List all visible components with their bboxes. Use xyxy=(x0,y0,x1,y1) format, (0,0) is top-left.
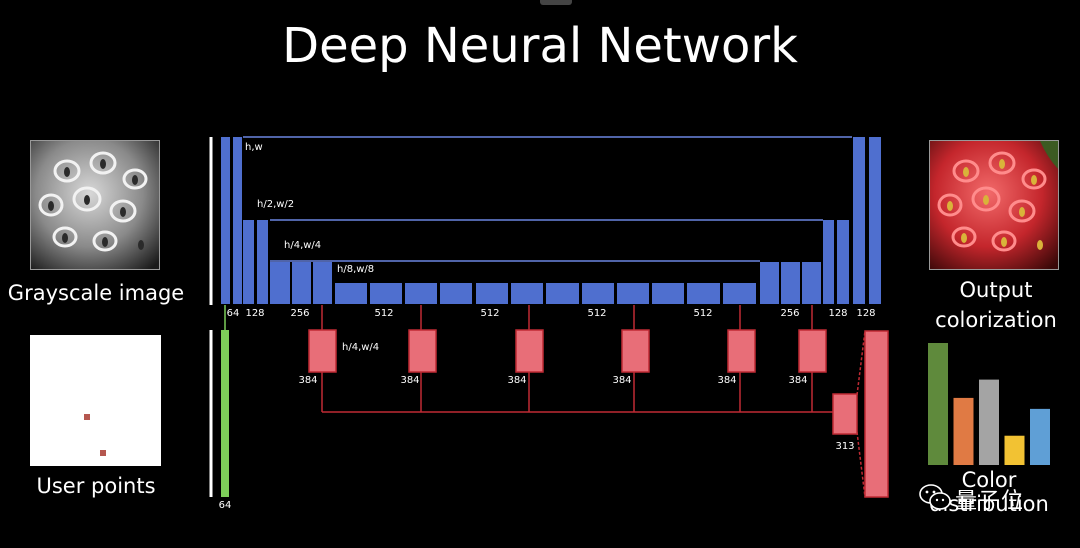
channel-label: 512 xyxy=(374,308,393,319)
channel-label: 256 xyxy=(780,308,799,319)
resolution-label: h,w xyxy=(245,142,263,153)
distribution-bar xyxy=(1004,435,1025,465)
grayscale-image xyxy=(30,140,160,270)
user-point xyxy=(84,414,90,420)
side-resolution-label: h/4,w/4 xyxy=(342,342,379,353)
side-block xyxy=(515,329,544,373)
resolution-label: h/4,w/4 xyxy=(284,240,321,251)
conv-block xyxy=(233,137,242,304)
main-network-blocks xyxy=(221,137,881,304)
side-block xyxy=(621,329,650,373)
channel-label: 512 xyxy=(587,308,606,319)
channel-label: 256 xyxy=(290,308,309,319)
conv-block xyxy=(723,283,756,304)
distribution-bar xyxy=(1030,408,1050,465)
grayscale-strawberry-graphic xyxy=(31,141,159,269)
conv-block xyxy=(335,283,367,304)
conv-block xyxy=(802,262,821,304)
channel-label: 128 xyxy=(245,308,264,319)
color-distribution-chart xyxy=(928,343,1050,465)
channel-label: 64 xyxy=(227,308,240,319)
skip-connections xyxy=(243,136,852,262)
conv-block xyxy=(853,137,865,304)
side-block xyxy=(408,329,437,373)
channel-label: 128 xyxy=(828,308,847,319)
channel-label: 512 xyxy=(480,308,499,319)
conv-block xyxy=(837,220,849,304)
input-channel-label: 64 xyxy=(219,500,232,511)
window-handle[interactable] xyxy=(540,0,572,5)
conv-block xyxy=(823,220,834,304)
conv-block xyxy=(292,262,311,304)
output-colorization-image xyxy=(929,140,1059,270)
resolution-label: h/2,w/2 xyxy=(257,199,294,210)
conv-block xyxy=(370,283,402,304)
wechat-icon xyxy=(919,484,951,510)
projection-edge xyxy=(856,431,866,498)
output-caption: Output colorization xyxy=(912,275,1080,335)
slide-title: Deep Neural Network xyxy=(282,18,798,74)
conv-block xyxy=(257,220,268,304)
projection-edge xyxy=(856,330,866,396)
side-block xyxy=(727,329,756,373)
side-channel-label: 384 xyxy=(788,375,807,386)
conv-block xyxy=(476,283,508,304)
watermark-text: 量子位 xyxy=(955,489,1025,514)
side-branch-blocks xyxy=(308,329,889,498)
resolution-label: h/8,w/8 xyxy=(337,264,374,275)
conv-block xyxy=(687,283,720,304)
conv-block xyxy=(511,283,543,304)
side-block xyxy=(798,329,827,373)
color-strawberry-graphic xyxy=(930,141,1058,269)
side-channel-labels: 384 384 384 384 384 384 313 64 xyxy=(219,375,855,511)
distribution-bar xyxy=(979,379,999,465)
channel-label: 512 xyxy=(693,308,712,319)
conv-block xyxy=(652,283,684,304)
conv-block xyxy=(270,262,290,304)
distribution-output-block xyxy=(864,330,889,498)
grayscale-caption: Grayscale image xyxy=(7,281,185,305)
side-channel-label: 384 xyxy=(612,375,631,386)
user-points-caption: User points xyxy=(36,474,156,498)
side-branch-lines xyxy=(321,305,866,498)
user-points-image xyxy=(30,335,161,466)
watermark: 量子位 xyxy=(918,480,1058,520)
conv-block xyxy=(405,283,437,304)
side-channel-label: 384 xyxy=(717,375,736,386)
side-channel-label: 384 xyxy=(400,375,419,386)
conv-block xyxy=(221,137,230,304)
conv-block xyxy=(546,283,579,304)
side-output-block xyxy=(832,393,858,435)
distribution-bar xyxy=(953,397,974,465)
output-caption-line2: colorization xyxy=(935,308,1057,332)
channel-label: 128 xyxy=(856,308,875,319)
distribution-bar xyxy=(928,343,948,465)
user-point xyxy=(100,450,106,456)
side-channel-label: 384 xyxy=(507,375,526,386)
output-caption-line1: Output xyxy=(959,278,1033,302)
side-block xyxy=(308,329,337,373)
conv-block xyxy=(243,220,254,304)
channel-labels: 64 128 256 512 512 512 512 256 128 128 xyxy=(227,308,876,319)
conv-block xyxy=(440,283,472,304)
user-points-input-block xyxy=(221,330,229,497)
conv-block xyxy=(760,262,779,304)
conv-block xyxy=(582,283,614,304)
side-output-label: 313 xyxy=(835,441,854,452)
side-channel-label: 384 xyxy=(298,375,317,386)
resolution-labels: h,w h/2,w/2 h/4,w/4 h/8,w/8 h/4,w/4 xyxy=(245,142,379,353)
conv-block xyxy=(869,137,881,304)
conv-block xyxy=(313,262,332,304)
distribution-caption-line1: Color xyxy=(961,468,1017,492)
conv-block xyxy=(617,283,649,304)
conv-block xyxy=(781,262,800,304)
